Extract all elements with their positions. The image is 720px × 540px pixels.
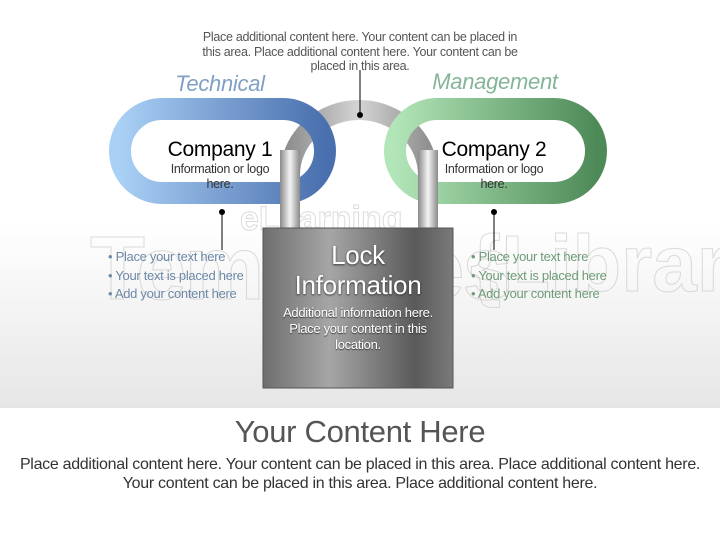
company-1-info: Information or logo here. xyxy=(170,162,270,191)
list-item: Add your content here xyxy=(471,285,607,304)
right-bullet-list: Place your text here Your text is placed… xyxy=(471,248,607,304)
category-technical: Technical xyxy=(175,71,265,96)
list-item: Add your content here xyxy=(108,285,244,304)
company-2-info: Information or logo here. xyxy=(444,162,544,191)
footer-body: Place additional content here. Your cont… xyxy=(19,456,701,492)
list-item: Your text is placed here xyxy=(108,267,243,286)
top-note: Place additional content here. Your cont… xyxy=(202,30,518,73)
chain-lock-graphic xyxy=(109,70,607,389)
link-left xyxy=(109,98,336,204)
lock-body xyxy=(262,227,454,389)
category-management: Management xyxy=(432,69,558,94)
left-bullet-list: Place your text here Your text is placed… xyxy=(108,248,244,304)
company-1-title: Company 1 xyxy=(167,138,273,161)
list-item: Your text is placed here xyxy=(471,267,606,286)
list-item: Place your text here xyxy=(108,248,244,267)
list-item: Place your text here xyxy=(471,248,607,267)
footer-heading: Your Content Here xyxy=(234,414,486,449)
company-2-title: Company 2 xyxy=(441,138,547,161)
lock-info: Additional information here. Place your … xyxy=(283,305,433,352)
lock-title: Lock Information xyxy=(294,240,422,300)
link-right xyxy=(384,98,607,204)
